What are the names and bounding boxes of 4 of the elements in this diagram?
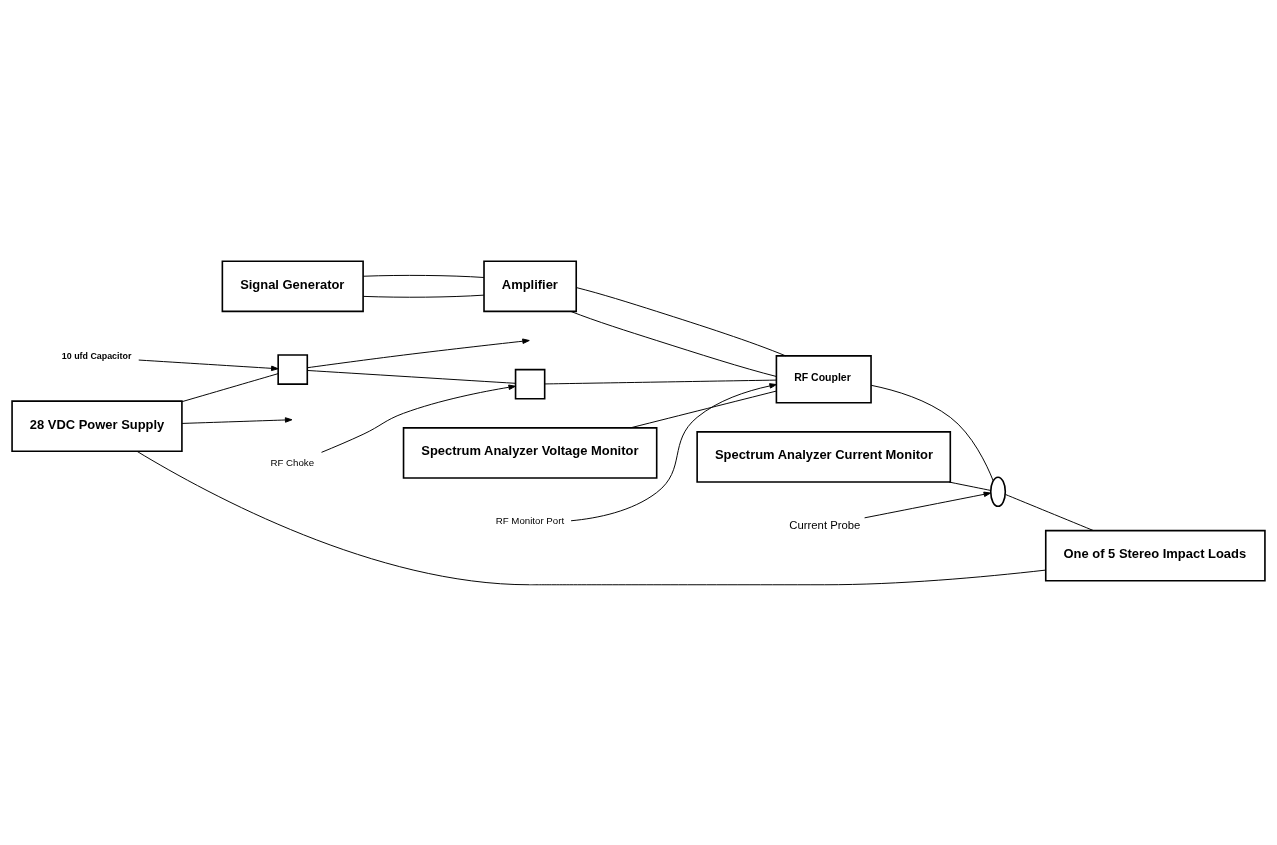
- node-text: RF Monitor Port: [495, 514, 565, 526]
- node-text: 10 ufd Capacitor: [61, 350, 132, 361]
- node-text: RF Choke: [270, 456, 315, 468]
- node-text: Current Probe: [789, 518, 861, 531]
